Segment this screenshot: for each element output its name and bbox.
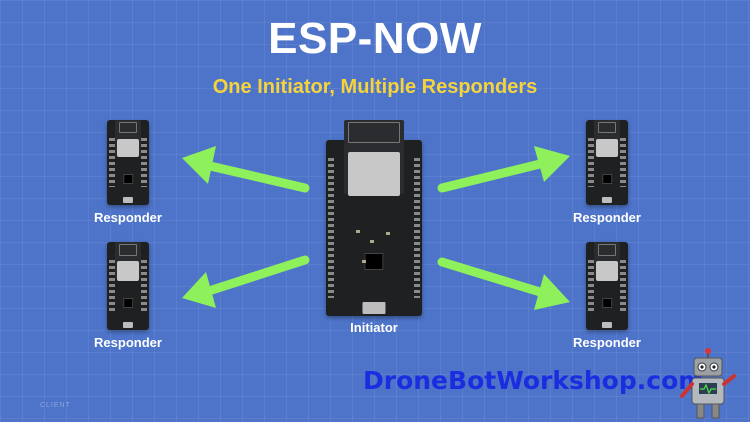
responder-label-bottom-left: Responder	[94, 335, 162, 350]
responder-board-top-left	[107, 120, 149, 205]
arrow-to-responder-bottom-right	[437, 257, 570, 310]
arrow-to-responder-bottom-left	[182, 255, 310, 308]
responder-board-bottom-right	[586, 242, 628, 330]
responder-label-top-right: Responder	[573, 210, 641, 225]
usb-port	[362, 301, 386, 314]
diagram-subtitle: One Initiator, Multiple Responders	[212, 76, 538, 98]
responder-label-bottom-right: Responder	[573, 335, 641, 350]
responder-board-top-right	[586, 120, 628, 205]
arrow-to-responder-top-left	[182, 146, 310, 193]
brand-text: DroneBotWorkshop.com	[363, 366, 705, 395]
diagram-title: ESP-NOW	[268, 14, 482, 63]
initiator-board	[326, 120, 422, 316]
antenna-icon	[348, 122, 400, 144]
initiator-label: Initiator	[350, 320, 398, 335]
watermark-text: CLIENT	[40, 402, 71, 409]
responder-label-top-left: Responder	[94, 210, 162, 225]
robot-mascot-icon	[680, 348, 736, 419]
responder-board-bottom-left	[107, 242, 149, 330]
arrow-to-responder-top-right	[437, 146, 570, 193]
